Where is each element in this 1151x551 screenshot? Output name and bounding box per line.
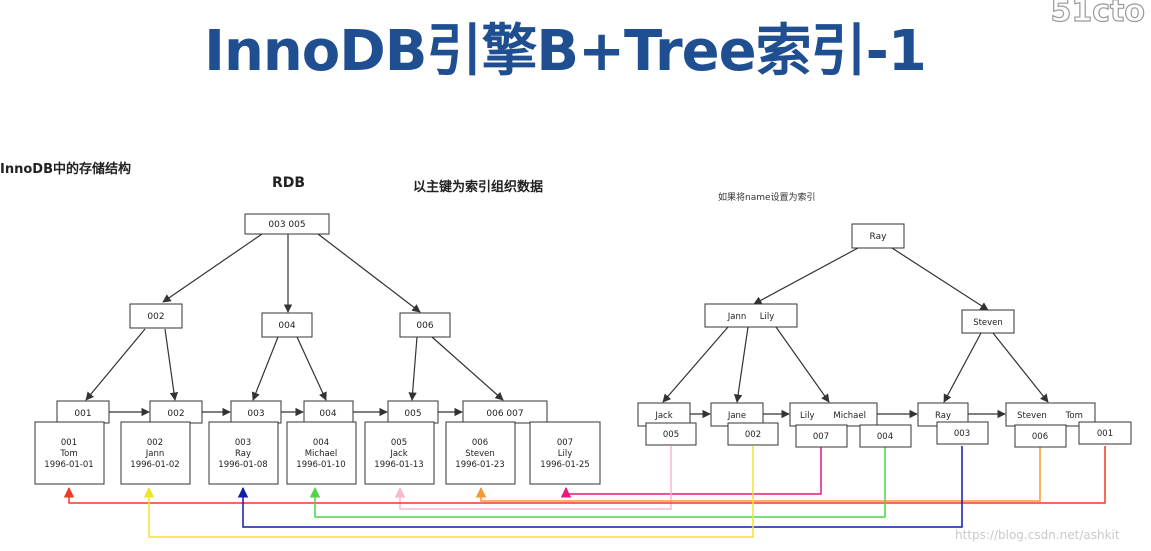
row-date: 1996-01-23 bbox=[455, 460, 504, 470]
pointer-box: 007 bbox=[795, 424, 848, 448]
watermark: https://blog.csdn.net/ashkit bbox=[955, 528, 1120, 542]
left-internal-node: 004 bbox=[261, 312, 313, 338]
leaf-key: Steven Tom bbox=[1017, 411, 1083, 421]
internal-key: 002 bbox=[147, 312, 164, 322]
pointer-lines bbox=[63, 446, 1106, 538]
row-box: 006 Steven 1996-01-23 bbox=[445, 421, 516, 485]
row-id: 006 bbox=[472, 438, 488, 448]
row-box: 007 Lily 1996-01-25 bbox=[529, 421, 601, 485]
row-date: 1996-01-01 bbox=[44, 460, 93, 470]
leaf-key: Jack bbox=[654, 411, 672, 421]
pointer-box: 001 bbox=[1078, 421, 1132, 445]
row-name: Steven bbox=[465, 449, 495, 459]
right-internal-node: Steven bbox=[961, 309, 1015, 334]
row-box: 004 Michael 1996-01-10 bbox=[286, 421, 357, 485]
left-leaf-node: 002 bbox=[149, 400, 203, 424]
right-leaf-node: Jack bbox=[637, 402, 691, 427]
pointer-key: 004 bbox=[877, 432, 893, 442]
pointer-line-005 bbox=[394, 446, 672, 510]
left-tree-edges bbox=[85, 233, 504, 417]
row-id: 004 bbox=[313, 438, 329, 448]
internal-key: Steven bbox=[973, 318, 1003, 328]
pointer-line-001 bbox=[63, 446, 1106, 504]
row-name: Lily bbox=[558, 449, 573, 459]
pointer-key: 001 bbox=[1097, 429, 1113, 439]
pointer-line-002 bbox=[143, 446, 754, 538]
leaf-key: Jane bbox=[727, 411, 746, 421]
left-internal-node: 002 bbox=[129, 303, 183, 329]
leaf-key: Ray bbox=[935, 411, 951, 421]
left-leaf-node: 006 007 bbox=[462, 400, 548, 424]
row-id: 005 bbox=[391, 438, 407, 448]
left-root-node: 003 005 bbox=[244, 213, 330, 235]
leaf-key: Lily Michael bbox=[800, 411, 866, 421]
pointer-line-004 bbox=[309, 446, 886, 518]
page-title: InnoDB引擎B+Tree索引-1 bbox=[204, 19, 927, 84]
row-name: Michael bbox=[305, 449, 338, 459]
row-name: Tom bbox=[59, 449, 77, 459]
row-id: 001 bbox=[61, 438, 77, 448]
pointer-key: 006 bbox=[1032, 432, 1048, 442]
row-name: Ray bbox=[235, 449, 251, 459]
leaf-key: 006 007 bbox=[486, 409, 523, 419]
internal-key: 004 bbox=[278, 321, 295, 331]
leaf-key: 002 bbox=[167, 409, 184, 419]
row-id: 003 bbox=[235, 438, 251, 448]
row-date: 1996-01-10 bbox=[296, 460, 345, 470]
left-internal-node: 006 bbox=[399, 312, 451, 338]
pointer-key: 007 bbox=[813, 432, 829, 442]
right-leaf-node: Lily Michael bbox=[789, 402, 878, 427]
row-box: 003 Ray 1996-01-08 bbox=[208, 421, 279, 485]
pointer-line-003 bbox=[237, 446, 963, 528]
left-leaf-node: 003 bbox=[230, 400, 282, 424]
row-date: 1996-01-13 bbox=[374, 460, 423, 470]
row-name: Jack bbox=[389, 449, 407, 459]
left-leaf-node: 004 bbox=[303, 400, 354, 424]
left-leaf-node: 001 bbox=[56, 400, 110, 424]
right-internal-node: Jann Lily bbox=[704, 303, 798, 328]
pointer-box: 002 bbox=[727, 422, 779, 446]
row-id: 002 bbox=[147, 438, 163, 448]
row-date: 1996-01-25 bbox=[540, 460, 589, 470]
internal-key: Jann Lily bbox=[727, 312, 775, 322]
pointer-key: 005 bbox=[663, 430, 679, 440]
row-date: 1996-01-08 bbox=[218, 460, 267, 470]
row-name: Jann bbox=[145, 449, 165, 459]
leaf-key: 005 bbox=[404, 409, 421, 419]
left-leaf-node: 005 bbox=[387, 400, 439, 424]
rdb-heading: RDB bbox=[272, 175, 306, 191]
storage-heading: InnoDB中的存储结构 bbox=[0, 162, 131, 177]
name-index-heading: 如果将name设置为索引 bbox=[718, 193, 816, 203]
pointer-key: 003 bbox=[954, 429, 970, 439]
leaf-key: 004 bbox=[319, 409, 336, 419]
internal-key: 006 bbox=[416, 321, 433, 331]
pointer-key: 002 bbox=[745, 430, 761, 440]
leaf-key: 003 bbox=[247, 409, 264, 419]
primary-key-heading: 以主键为索引组织数据 bbox=[413, 180, 544, 195]
pointer-line-006 bbox=[475, 446, 1041, 502]
leaf-key: 001 bbox=[74, 409, 91, 419]
logo-mark: 51cto bbox=[1050, 0, 1146, 30]
row-box: 005 Jack 1996-01-13 bbox=[364, 421, 435, 485]
pointer-box: 004 bbox=[859, 424, 912, 448]
pointer-line-007 bbox=[560, 446, 822, 498]
row-box: 001 Tom 1996-01-01 bbox=[34, 421, 105, 485]
pointer-box: 006 bbox=[1014, 424, 1067, 448]
row-id: 007 bbox=[557, 438, 573, 448]
right-root-label: Ray bbox=[870, 232, 888, 242]
row-date: 1996-01-02 bbox=[130, 460, 179, 470]
right-tree-edges bbox=[662, 247, 1049, 419]
row-box: 002 Jann 1996-01-02 bbox=[120, 421, 191, 485]
pointer-box: 003 bbox=[936, 421, 989, 445]
right-root-node: Ray bbox=[851, 223, 905, 249]
pointer-box: 005 bbox=[645, 422, 697, 446]
left-root-label: 003 005 bbox=[268, 220, 305, 230]
